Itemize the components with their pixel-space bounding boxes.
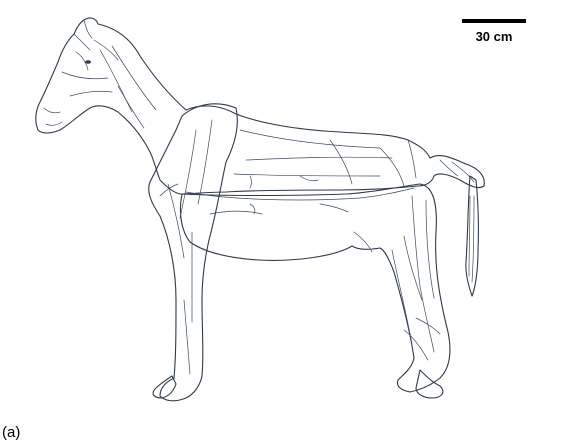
belly-hindlimb-region	[180, 184, 450, 398]
head-neck-trunk-region	[36, 18, 484, 194]
scale-bar-line	[462, 19, 526, 23]
tail	[466, 176, 479, 296]
scale-bar: 30 cm	[462, 19, 526, 44]
scale-bar-label: 30 cm	[476, 29, 513, 44]
panel-label: (a)	[2, 424, 20, 441]
forelimb-region	[149, 104, 238, 401]
hind-hoof-right	[416, 370, 443, 398]
